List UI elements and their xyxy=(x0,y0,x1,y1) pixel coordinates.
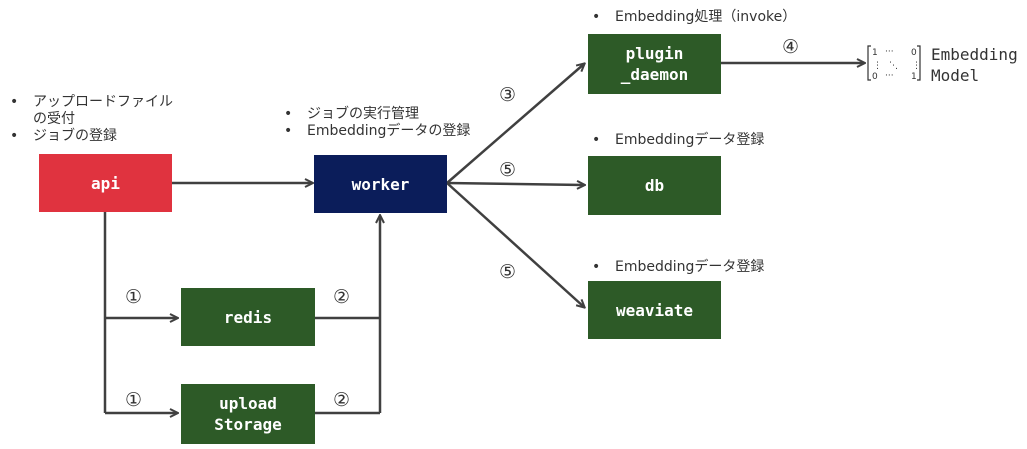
matrix-icon: 1 ··· 0 ⋮ ⋱ ⋮ 0 ··· 1 xyxy=(867,45,921,82)
arrow-worker-weaviate xyxy=(446,182,584,307)
upload-storage-node: upload Storage xyxy=(181,384,315,444)
embedding-model-label-line1: Embedding xyxy=(931,45,1018,64)
step-worker-plugin: ③ xyxy=(499,84,517,106)
plugin-daemon-node: plugin _daemon xyxy=(588,34,721,94)
step-worker-db: ⑤ xyxy=(499,159,517,181)
api-node: api xyxy=(39,154,172,212)
svg-text:0: 0 xyxy=(911,48,917,58)
db-node: db xyxy=(588,156,721,215)
db-note-line1: Embeddingデータ登録 xyxy=(615,132,765,148)
step-api-upload: ① xyxy=(125,389,143,411)
svg-text:0: 0 xyxy=(872,72,878,82)
plugin-note-line1: Embedding処理（invoke） xyxy=(615,9,797,25)
redis-node: redis xyxy=(181,288,315,346)
step-upload-worker: ② xyxy=(333,389,351,411)
svg-text:⋱: ⋱ xyxy=(889,61,898,71)
weaviate-node: weaviate xyxy=(588,281,721,339)
worker-note: •ジョブの実行管理 •Embeddingデータの登録 xyxy=(284,106,471,139)
svg-text:⋮: ⋮ xyxy=(873,61,882,71)
svg-text:1: 1 xyxy=(911,72,917,82)
svg-text:···: ··· xyxy=(885,47,894,57)
api-note-line2: ジョブの登録 xyxy=(33,128,117,144)
api-note-line1: アップロードファイル xyxy=(33,94,173,110)
worker-node: worker xyxy=(314,155,447,213)
step-redis-worker: ② xyxy=(333,286,351,308)
api-note: •アップロードファイル の受付 •ジョブの登録 xyxy=(10,94,173,144)
arrow-worker-plugin xyxy=(446,64,584,184)
worker-note-line1: ジョブの実行管理 xyxy=(307,106,419,122)
step-plugin-model: ④ xyxy=(782,36,800,58)
arrow-worker-db xyxy=(446,183,584,185)
weaviate-note-line1: Embeddingデータ登録 xyxy=(615,259,765,275)
plugin-note: •Embedding処理（invoke） xyxy=(592,9,797,25)
step-api-redis: ① xyxy=(125,286,143,308)
worker-note-line2: Embeddingデータの登録 xyxy=(307,123,471,139)
api-note-line1-cont: の受付 xyxy=(33,111,75,127)
embedding-model-label: Embedding Model xyxy=(931,44,1018,86)
svg-text:···: ··· xyxy=(885,71,894,81)
step-worker-weaviate: ⑤ xyxy=(499,261,517,283)
svg-text:1: 1 xyxy=(872,48,878,58)
embedding-model-label-line2: Model xyxy=(931,66,980,85)
svg-text:⋮: ⋮ xyxy=(912,61,921,71)
db-note: •Embeddingデータ登録 xyxy=(592,132,765,148)
weaviate-note: •Embeddingデータ登録 xyxy=(592,259,765,275)
